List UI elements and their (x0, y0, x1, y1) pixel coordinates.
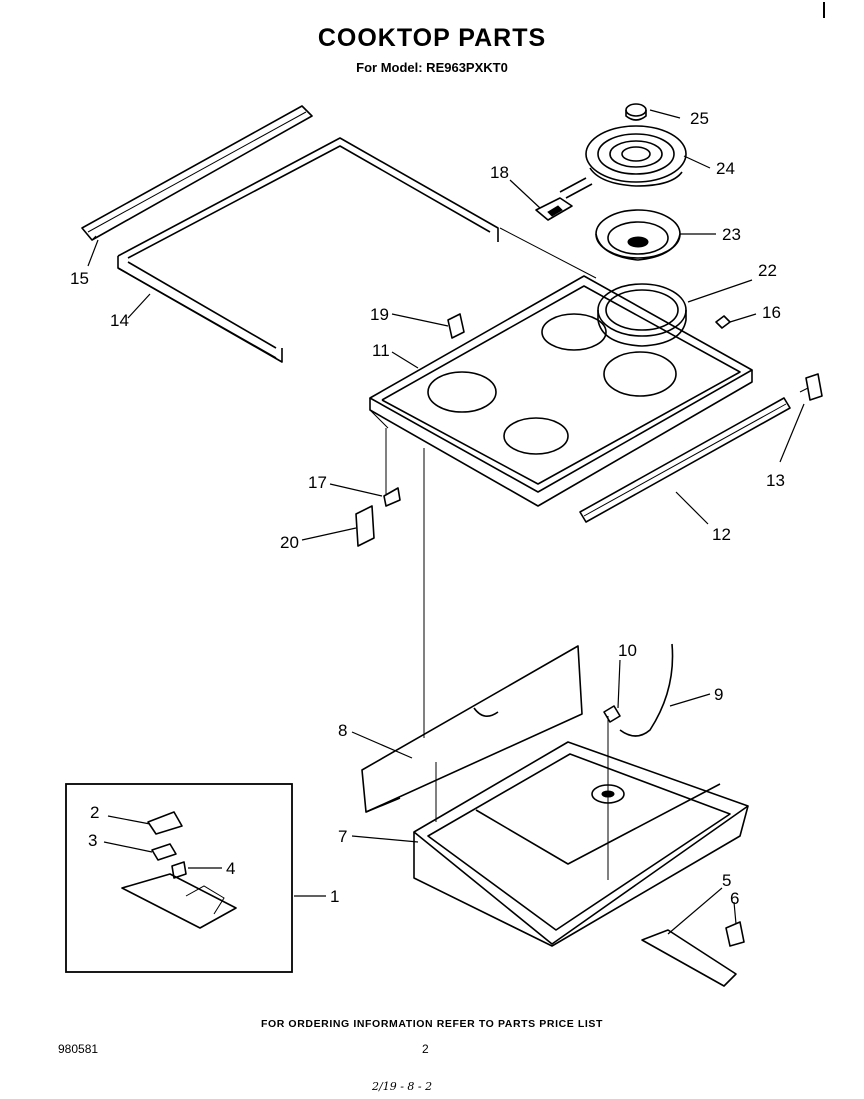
callout-2: 2 (90, 803, 99, 822)
part-14-frame (117, 137, 499, 363)
callout-19: 19 (370, 305, 389, 324)
part-13-hinge (799, 373, 823, 401)
callout-1: 1 (330, 887, 339, 906)
part-22-trim-ring (597, 283, 687, 347)
callout-3: 3 (88, 831, 97, 850)
part-15-rear-trim (81, 105, 313, 241)
part-19-bracket (447, 313, 465, 339)
callout-24: 24 (716, 159, 735, 178)
part-10-clip (603, 705, 621, 723)
callout-11: 11 (372, 341, 390, 360)
part-12-front-trim (579, 397, 791, 523)
part-11-cooktop (369, 227, 753, 507)
callout-25: 25 (690, 109, 709, 128)
callout-14: 14 (110, 311, 129, 330)
callout-16: 16 (762, 303, 781, 322)
part-5-bracket (641, 929, 737, 987)
part-16-clip (715, 315, 731, 329)
page-title: COOKTOP PARTS (317, 24, 547, 52)
part-7-burner-box (413, 741, 749, 947)
callout-4: 4 (226, 859, 235, 878)
callout-20: 20 (280, 533, 299, 552)
callout-18: 18 (490, 163, 509, 182)
part-23-drip-pan (595, 209, 681, 261)
callout-10: 10 (618, 641, 637, 660)
callout-23: 23 (722, 225, 741, 244)
part-17-bracket (383, 487, 401, 507)
callout-6: 6 (730, 889, 739, 908)
part-18-receptacle (535, 197, 573, 221)
ordering-note: FOR ORDERING INFORMATION REFER TO PARTS … (260, 1018, 604, 1030)
part-8-shield (361, 645, 583, 813)
callout-leaders (87, 109, 805, 935)
part-20-bracket (355, 428, 387, 547)
callout-9: 9 (714, 685, 723, 704)
callout-17: 17 (308, 473, 327, 492)
callout-labels: 25 24 18 23 22 16 19 11 15 14 13 12 17 2… (70, 109, 785, 908)
model-subtitle: For Model: RE963PXKT0 (356, 60, 508, 75)
part-24-surface-element (559, 125, 687, 199)
part-25-element-cap (625, 103, 647, 121)
callout-13: 13 (766, 471, 785, 490)
part-9-wire (619, 643, 674, 737)
callout-5: 5 (722, 871, 731, 890)
callout-8: 8 (338, 721, 347, 740)
callout-12: 12 (712, 525, 731, 544)
callout-15: 15 (70, 269, 89, 288)
part-1-switch-kit-box (65, 783, 293, 973)
callout-7: 7 (338, 827, 347, 846)
page-number: 2 (422, 1042, 429, 1056)
document-number: 980581 (58, 1042, 99, 1056)
callout-22: 22 (758, 261, 777, 280)
part-6-clip (725, 921, 745, 947)
handwritten-note: 2/19 - 8 - 2 (372, 1080, 433, 1093)
